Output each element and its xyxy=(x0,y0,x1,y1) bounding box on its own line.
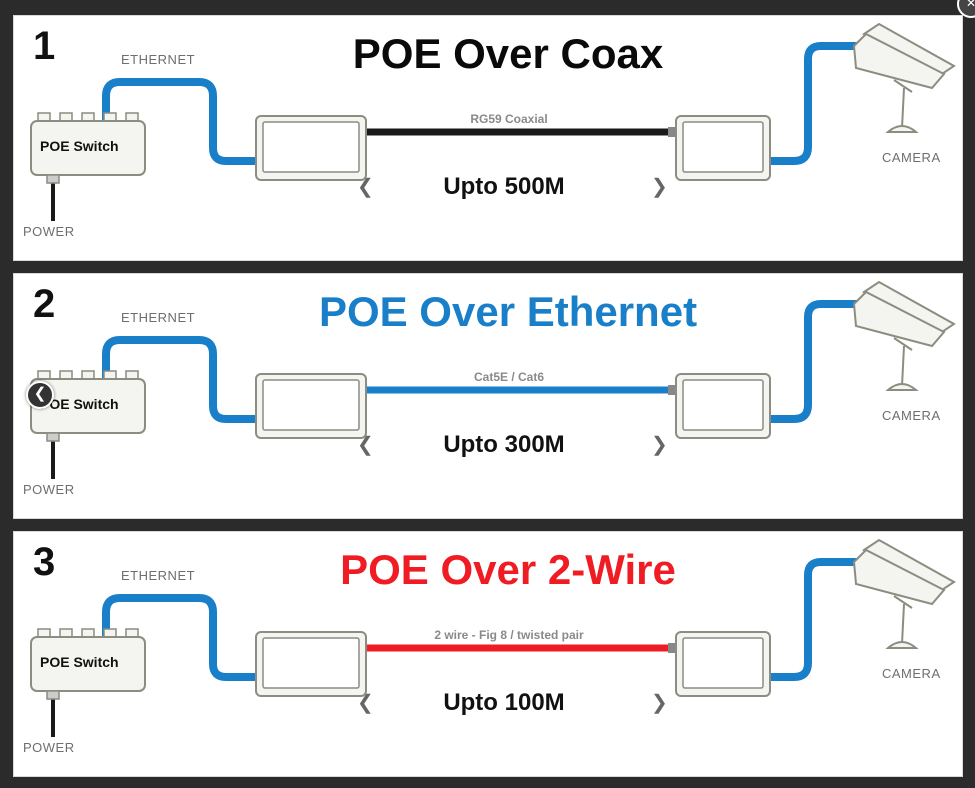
cctv-camera-icon xyxy=(852,22,956,133)
distance-label: Upto 100M xyxy=(443,689,565,716)
converter-box-icon xyxy=(675,115,771,181)
ethernet-label: ETHERNET xyxy=(121,310,196,325)
converter-box-icon xyxy=(675,373,771,439)
distance-arrow-left-icon: ❮ xyxy=(357,176,374,198)
distance-label: Upto 300M xyxy=(443,431,565,458)
distance-arrow-right-icon: ❯ xyxy=(651,692,668,714)
ethernet-cable xyxy=(102,594,263,681)
camera-cable xyxy=(765,558,863,681)
cctv-camera-icon xyxy=(852,538,956,649)
switch-label: POE Switch xyxy=(40,138,119,154)
panel-2-graphic xyxy=(30,280,956,479)
cable-label: RG59 Coaxial xyxy=(470,112,548,126)
panel-1-graphic xyxy=(30,22,956,221)
distance-arrow-right-icon: ❯ xyxy=(651,176,668,198)
close-icon[interactable]: ✕ xyxy=(957,0,975,18)
camera-cable xyxy=(765,300,863,423)
poe-switch-icon xyxy=(30,370,146,442)
panel-poe-over-ethernet: 2 POE Over Ethernet ETHERNET POE Switch … xyxy=(13,273,963,519)
poe-switch-icon xyxy=(30,112,146,184)
panel-poe-over-2-wire: 3 POE Over 2-Wire ETHERNET POE Switch PO… xyxy=(13,531,963,777)
switch-label: POE Switch xyxy=(40,654,119,670)
section-title: POE Over Coax xyxy=(352,30,664,77)
section-number: 1 xyxy=(33,24,56,68)
power-label: POWER xyxy=(23,740,75,755)
section-number: 3 xyxy=(33,540,56,584)
cctv-camera-icon xyxy=(852,280,956,391)
panel-poe-over-coax: 1 POE Over Coax ETHERNET POE Switch POWE… xyxy=(13,15,963,261)
distance-arrow-left-icon: ❮ xyxy=(357,434,374,456)
camera-label: CAMERA xyxy=(882,666,941,681)
distance-arrow-left-icon: ❮ xyxy=(357,692,374,714)
cable-label: 2 wire - Fig 8 / twisted pair xyxy=(434,628,584,642)
ethernet-label: ETHERNET xyxy=(121,568,196,583)
section-number: 2 xyxy=(33,282,56,326)
chevron-left-icon[interactable]: ❮ xyxy=(26,381,54,409)
section-title: POE Over 2-Wire xyxy=(340,546,676,593)
converter-box-icon xyxy=(255,631,367,697)
ethernet-label: ETHERNET xyxy=(121,52,196,67)
converter-box-icon xyxy=(675,631,771,697)
distance-label: Upto 500M xyxy=(443,173,565,200)
distance-arrow-right-icon: ❯ xyxy=(651,434,668,456)
switch-label: POE Switch xyxy=(40,396,119,412)
ethernet-cable xyxy=(102,78,263,165)
converter-box-icon xyxy=(255,373,367,439)
converter-box-icon xyxy=(255,115,367,181)
camera-label: CAMERA xyxy=(882,150,941,165)
poe-switch-icon xyxy=(30,628,146,700)
panel-3-graphic xyxy=(30,538,956,737)
section-title: POE Over Ethernet xyxy=(318,288,698,335)
power-label: POWER xyxy=(23,482,75,497)
cable-label: Cat5E / Cat6 xyxy=(473,370,545,384)
camera-cable xyxy=(765,42,863,165)
camera-label: CAMERA xyxy=(882,408,941,423)
ethernet-cable xyxy=(102,336,263,423)
power-label: POWER xyxy=(23,224,75,239)
